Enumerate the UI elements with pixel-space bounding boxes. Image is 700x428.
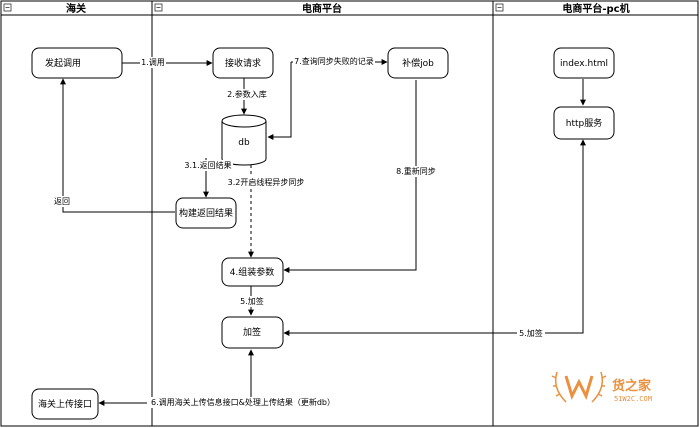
node-build-result-label: 构建返回结果 bbox=[179, 207, 233, 219]
node-receive-request[interactable]: 接收请求 bbox=[212, 47, 274, 79]
edge-upload bbox=[98, 349, 254, 406]
node-customs-upload[interactable]: 海关上传接口 bbox=[31, 388, 99, 420]
edge-sign-pc bbox=[283, 139, 586, 336]
edge-label-async-sync: 3.2开启线程异步同步 bbox=[228, 177, 305, 187]
node-supplement-job-label: 补偿job bbox=[402, 57, 434, 69]
edge-labels: 1.调用 2.参数入库 7.查询同步失败的记录 3.1.返回结果 3.2开启线程… bbox=[51, 56, 545, 408]
watermark-brand: 货之家 bbox=[612, 378, 652, 394]
node-http-service-label: http服务 bbox=[566, 117, 602, 129]
edges bbox=[60, 59, 586, 406]
node-assemble-params-label: 4.组装参数 bbox=[230, 266, 275, 278]
edge-label-sign: 5.加签 bbox=[240, 296, 264, 306]
edge-label-resync: 8.重新同步 bbox=[396, 166, 436, 176]
node-db-label: db bbox=[238, 138, 250, 148]
edge-label-sign-pc: 5.加签 bbox=[519, 328, 543, 338]
node-initiate-call-label: 发起调用 bbox=[45, 57, 81, 69]
edge-label-persist: 2.参数入库 bbox=[227, 89, 267, 99]
node-sign-label: 加签 bbox=[243, 326, 261, 338]
node-db[interactable]: db bbox=[221, 114, 267, 166]
edge-label-upload: 6.调用海关上传信息接口&处理上传结果（更新db） bbox=[151, 397, 335, 407]
edge-label-return-result: 3.1.返回结果 bbox=[184, 160, 231, 170]
collapse-square-icon[interactable] bbox=[154, 3, 163, 12]
node-http-service[interactable]: http服务 bbox=[553, 106, 615, 140]
lane-title-pc: 电商平台-pc机 bbox=[562, 2, 629, 15]
lane-title-customs: 海关 bbox=[66, 2, 86, 15]
edge-return bbox=[60, 78, 175, 213]
node-build-result[interactable]: 构建返回结果 bbox=[175, 197, 237, 229]
nodes: 发起调用 接收请求 db 补偿job 构建返回结果 4.组装参数 加签 bbox=[31, 47, 615, 420]
edge-label-call: 1.调用 bbox=[141, 58, 165, 67]
edge-label-query-failed: 7.查询同步失败的记录 bbox=[294, 56, 374, 66]
watermark: 货之家 51W2C.COM bbox=[551, 371, 652, 403]
collapse-square-icon[interactable] bbox=[495, 3, 504, 12]
lane-title-platform: 电商平台 bbox=[302, 2, 342, 15]
node-initiate-call[interactable]: 发起调用 bbox=[31, 47, 123, 79]
node-sign[interactable]: 加签 bbox=[221, 316, 284, 349]
node-receive-request-label: 接收请求 bbox=[225, 57, 261, 69]
node-assemble-params[interactable]: 4.组装参数 bbox=[221, 257, 284, 287]
node-customs-upload-label: 海关上传接口 bbox=[38, 398, 92, 410]
watermark-sub: 51W2C.COM bbox=[614, 395, 652, 403]
collapse-square-icon[interactable] bbox=[3, 3, 12, 12]
node-index-html[interactable]: index.html bbox=[553, 47, 615, 79]
node-supplement-job[interactable]: 补偿job bbox=[387, 47, 449, 79]
node-index-html-label: index.html bbox=[560, 59, 608, 69]
laurel-w-logo bbox=[551, 371, 607, 403]
edge-label-return: 返回 bbox=[54, 197, 70, 206]
edge-query-failed-down bbox=[267, 62, 292, 140]
